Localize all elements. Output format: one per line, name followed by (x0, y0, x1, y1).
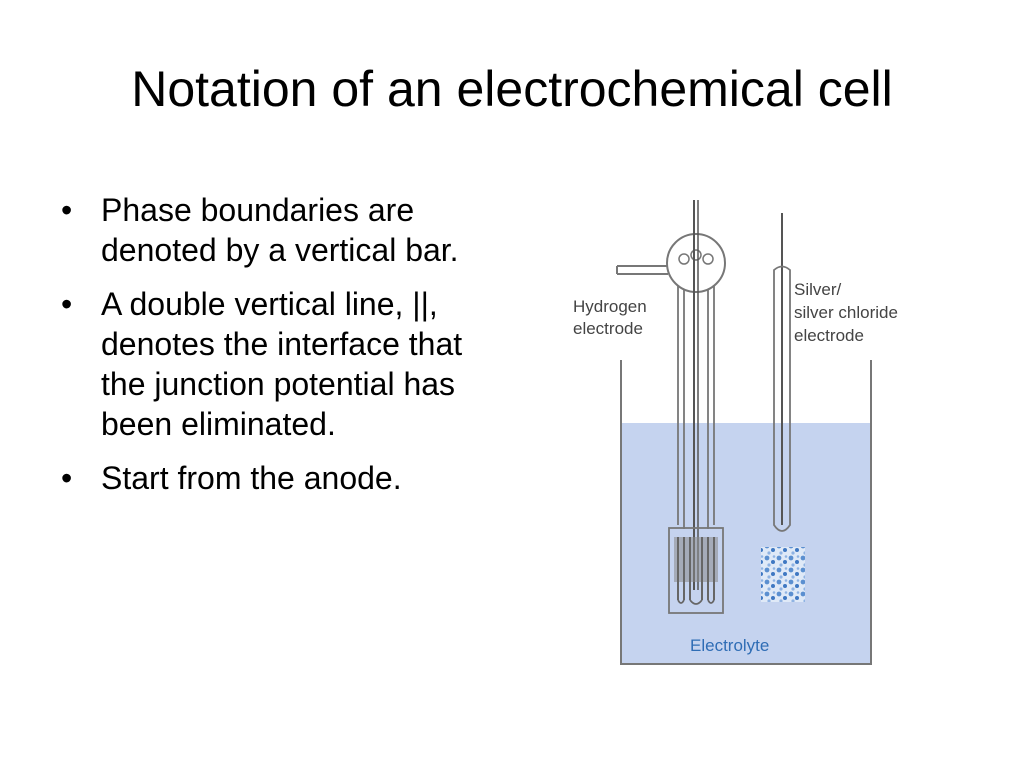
silver-chloride-deposit (761, 547, 805, 602)
gas-inlet-tube (616, 265, 670, 275)
bullet-marker: • (61, 192, 73, 228)
electrolyte-label: Electrolyte (690, 636, 769, 655)
bullet-text: A double vertical line, ||, denotes the … (101, 286, 463, 442)
slide-title: Notation of an electrochemical cell (131, 61, 893, 117)
bullet-item: • Start from the anode. (55, 458, 515, 498)
hydrogen-sleeve (668, 527, 724, 614)
bullet-item: • A double vertical line, ||, denotes th… (55, 284, 515, 444)
bullet-marker: • (61, 286, 73, 322)
beaker (620, 360, 872, 665)
bullet-item: • Phase boundaries are denoted by a vert… (55, 190, 515, 270)
hydrogen-electrode-label: Hydrogen electrode (573, 297, 651, 338)
silver-electrode-label: Silver/ silver chloride electrode (794, 280, 903, 345)
silver-electrode-tube (773, 265, 791, 532)
bullet-text: Phase boundaries are denoted by a vertic… (101, 192, 459, 268)
hydrogen-electrode-tube (677, 285, 715, 529)
platinum-electrode (674, 537, 718, 605)
hydrogen-bulb (666, 233, 726, 293)
bullet-list: • Phase boundaries are denoted by a vert… (55, 190, 515, 512)
bullet-marker: • (61, 460, 73, 496)
electrochemical-cell-diagram: Hydrogen electrode Silver/ silver chlori… (573, 200, 903, 665)
electrolyte-liquid (621, 423, 871, 664)
bullet-text: Start from the anode. (101, 460, 402, 496)
